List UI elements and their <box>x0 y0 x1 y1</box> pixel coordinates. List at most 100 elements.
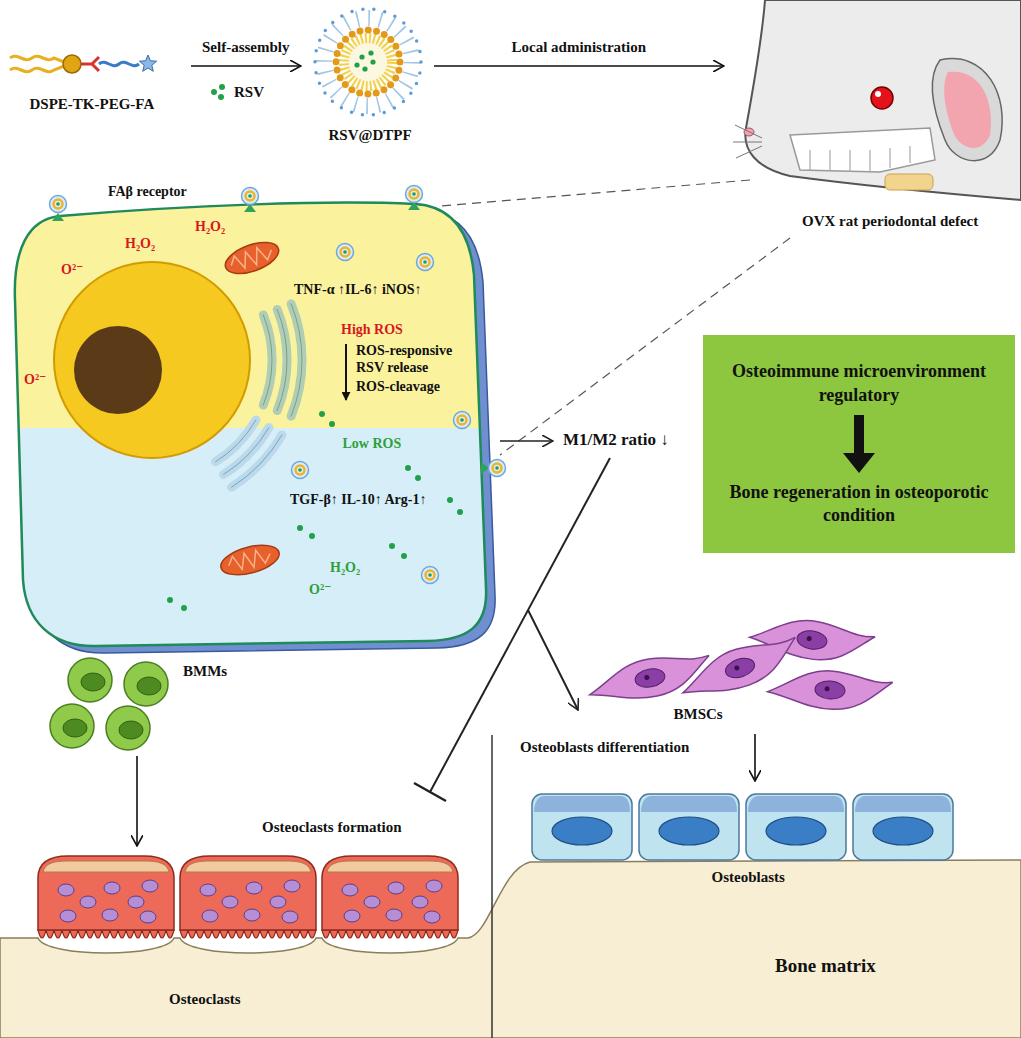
node-text: ROS-responsive RSV release <box>356 343 474 377</box>
eye-highlight <box>875 91 881 97</box>
internalized-nanoparticle <box>454 412 471 429</box>
node-text: TGF-β↑ IL-10↑ Arg-1↑ <box>290 492 426 509</box>
figure-label: Osteoblasts differentiation <box>520 738 689 756</box>
bold-down-arrow-part <box>843 415 875 473</box>
peg-chain <box>99 62 139 65</box>
er-upper <box>263 304 302 416</box>
rat-maxilla <box>790 128 935 172</box>
internalized-nanoparticle <box>417 254 434 271</box>
nucleolus <box>74 326 162 414</box>
box-text: Bone regeneration in osteoporotic condit… <box>717 481 1001 528</box>
node-text: Osteoclasts <box>169 990 241 1008</box>
osteoclast-cell <box>322 856 458 938</box>
bmsc-cluster: BMSCs <box>590 612 900 730</box>
released-rsv-part <box>405 465 411 471</box>
figure-label: M1/M2 ratio ↓ <box>563 430 669 450</box>
er-upper-part <box>263 315 272 405</box>
cell-outline <box>15 203 486 646</box>
er-upper-part <box>277 309 287 410</box>
released-rsv-part <box>297 525 303 531</box>
osteoclast-cell <box>180 856 316 938</box>
rat-drawing <box>728 0 1018 240</box>
osteoclast-cell <box>38 856 174 938</box>
particle-core <box>353 47 383 77</box>
node-text: H₂O₂ <box>125 236 155 253</box>
node-text: OVX rat periodontal defect <box>802 212 978 230</box>
mitochondrion <box>218 540 283 581</box>
lipid-tail <box>10 56 64 62</box>
osteoclast-drawing <box>30 850 470 1020</box>
released-rsv-part <box>181 605 187 611</box>
cytoplasm <box>0 190 600 668</box>
fa-receptor-part <box>52 213 64 221</box>
node-text: H₂O₂ <box>330 560 360 577</box>
nanoparticle-figure: RSV@DTPF <box>305 5 430 150</box>
bmm-cell <box>50 704 94 748</box>
fa-receptor <box>52 202 489 474</box>
released-rsv-part <box>389 543 395 549</box>
er-lower-part <box>224 428 269 475</box>
rat-head <box>745 0 1021 200</box>
internalized-nanoparticle <box>337 244 354 261</box>
promotion-arrow <box>528 610 578 710</box>
osteoblast-row: Osteoblasts <box>525 785 970 895</box>
rsv-legend-dots-part <box>211 89 217 95</box>
internalized-nanoparticle <box>292 462 309 479</box>
lipid-heads <box>336 30 400 94</box>
node-text: RSV@DTPF <box>329 126 412 144</box>
released-rsv-part <box>447 497 453 503</box>
thioketal-linker <box>81 57 99 71</box>
er-lower-part <box>216 420 256 462</box>
mitochondrion-part <box>221 236 283 280</box>
released-rsv-part <box>319 411 325 417</box>
bound-nanoparticle <box>50 196 67 213</box>
edge-label: Local administration <box>510 38 649 56</box>
released-rsv-part <box>401 553 407 559</box>
bmsc-drawing <box>590 612 900 730</box>
er-upper-part <box>291 304 302 416</box>
peg-corona <box>324 18 412 106</box>
bound-nanoparticle <box>242 188 259 205</box>
node-text: H₂O₂ <box>195 219 225 236</box>
released-rsv-part <box>457 509 463 515</box>
mitochondrion-part <box>218 540 283 581</box>
bmsc-cell <box>586 648 715 707</box>
zoom-line <box>440 180 750 206</box>
rsv-dot <box>362 66 367 71</box>
rsv-dot <box>370 59 375 64</box>
osteoblast-cell <box>639 794 739 860</box>
outcome-box: Osteoimmune microenvironment regulatory … <box>703 335 1015 553</box>
node-text: BMMs <box>183 662 227 680</box>
rat-teeth <box>810 146 910 172</box>
osteoclast-row: Osteoclasts <box>30 850 470 1020</box>
polarization-arrow <box>500 440 553 442</box>
internalized-nanoparticle <box>422 567 439 584</box>
node-text: Osteoblasts <box>712 868 785 886</box>
osteoblast-cell <box>853 794 953 860</box>
nucleus <box>54 262 250 458</box>
box-text: Osteoimmune microenvironment regulatory <box>717 360 1001 407</box>
mitochondrion-part <box>229 243 275 273</box>
lipid-head <box>63 55 81 73</box>
released-rsv-part <box>415 475 421 481</box>
figure-label: RSV <box>234 83 264 101</box>
bmm-cell <box>124 662 168 706</box>
figure-label: Osteoclasts formation <box>262 818 402 836</box>
connector-arrow <box>434 65 724 67</box>
bmm-cluster: BMMs <box>30 652 240 752</box>
released-rsv <box>167 411 463 611</box>
node-text: High ROS <box>341 322 403 339</box>
node-text: O²⁻ <box>61 262 83 279</box>
lipid-tails <box>344 38 392 86</box>
rsv-dot <box>359 54 364 59</box>
macrophage-cell: H₂O₂H₂O₂TNF-α ↑IL-6↑ iNOS↑O²⁻High ROSROS… <box>5 195 590 655</box>
er-upper-part <box>277 309 287 410</box>
low-ros-region <box>0 428 600 668</box>
mitochondrion-part <box>227 547 273 574</box>
inhibition-bar <box>414 783 446 801</box>
folate-star <box>139 55 156 71</box>
rsv-legend-dots <box>211 84 225 100</box>
panel-divider <box>491 735 493 1038</box>
connector-arrow <box>191 65 301 67</box>
